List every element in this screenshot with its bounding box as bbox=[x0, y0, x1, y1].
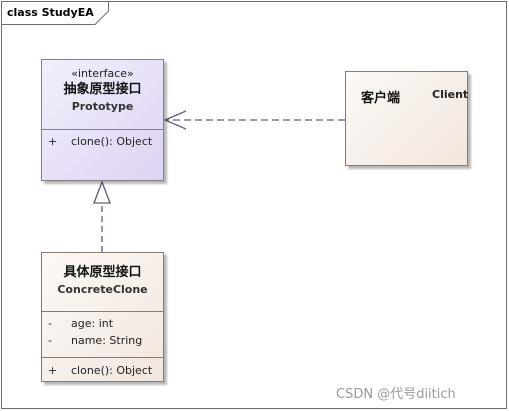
visibility-marker: - bbox=[48, 334, 52, 347]
class-concrete-clone[interactable]: 具体原型接口 ConcreteClone - age: int - name: … bbox=[41, 252, 164, 382]
visibility-marker: + bbox=[48, 364, 58, 377]
frame-label: class StudyEA bbox=[7, 6, 94, 19]
operations-section: + clone(): Object bbox=[42, 130, 163, 150]
class-client[interactable]: 客户端 Client bbox=[345, 71, 468, 166]
operations-section: + clone(): Object bbox=[42, 358, 163, 379]
visibility-marker: + bbox=[48, 135, 58, 148]
class-name-cn: 客户端 bbox=[361, 91, 401, 106]
attribute-row[interactable]: - name: String bbox=[42, 332, 163, 349]
visibility-marker: - bbox=[48, 317, 52, 330]
operation-row[interactable]: + clone(): Object bbox=[42, 362, 163, 379]
class-prototype[interactable]: «interface» 抽象原型接口 Prototype + clone(): … bbox=[41, 59, 164, 181]
class-name-cn: 抽象原型接口 bbox=[63, 82, 142, 97]
attribute-signature: age: int bbox=[71, 317, 114, 330]
operation-signature: clone(): Object bbox=[71, 364, 153, 377]
watermark: CSDN @代号diitich bbox=[336, 387, 456, 402]
dependency-arrowhead bbox=[163, 110, 187, 130]
attribute-row[interactable]: - age: int bbox=[42, 315, 163, 332]
class-name-en: Client bbox=[432, 88, 469, 101]
operation-row[interactable]: + clone(): Object bbox=[42, 133, 163, 150]
class-name-cn: 具体原型接口 bbox=[63, 265, 142, 280]
frame-tab bbox=[1, 1, 109, 25]
class-name-en: ConcreteClone bbox=[57, 283, 148, 296]
operation-signature: clone(): Object bbox=[71, 135, 153, 148]
class-header: «interface» 抽象原型接口 Prototype bbox=[42, 60, 163, 130]
class-name-en: Prototype bbox=[71, 100, 134, 113]
realization-arrowhead bbox=[93, 180, 111, 204]
attributes-section: - age: int - name: String bbox=[42, 312, 163, 358]
class-header: 具体原型接口 ConcreteClone bbox=[42, 253, 163, 312]
attribute-signature: name: String bbox=[71, 334, 143, 347]
stereotype-label: «interface» bbox=[71, 67, 134, 80]
